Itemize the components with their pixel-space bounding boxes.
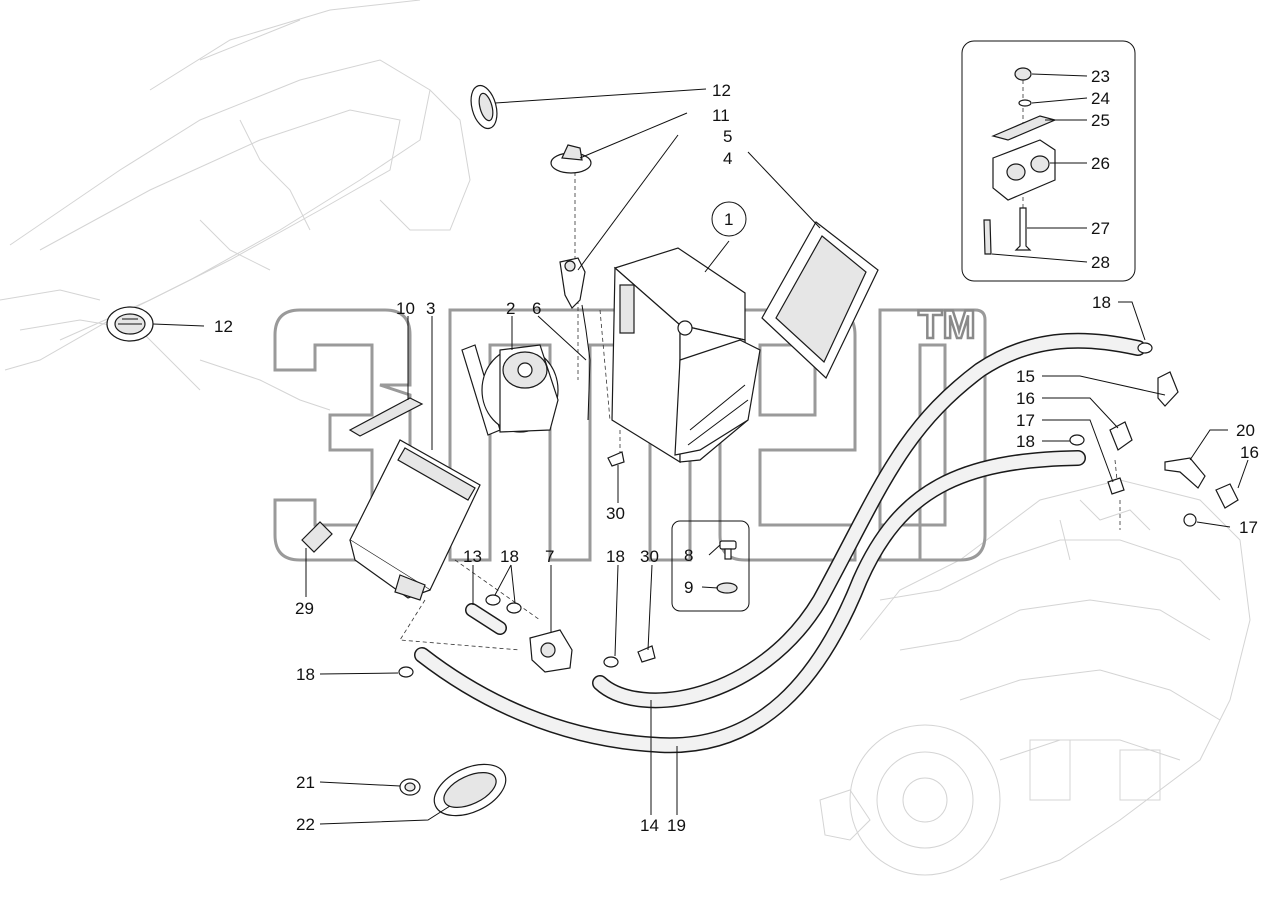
- callout-24: 24: [1091, 89, 1110, 108]
- fitting-part-16-a: [1109, 421, 1133, 451]
- callout-9: 9: [684, 578, 693, 597]
- leader-lines: [152, 73, 1249, 825]
- capillary-part-6: [581, 304, 591, 421]
- callout-27: 27: [1091, 219, 1110, 238]
- callout-1: 1: [724, 210, 733, 229]
- gasket-part-10: [348, 397, 424, 437]
- fitting-part-17-b: [1183, 513, 1197, 527]
- assembly-line-right: [1114, 459, 1121, 530]
- callout-2: 2: [506, 299, 515, 318]
- filter-panel-part-4: [761, 221, 879, 379]
- sensor-part-5: [559, 257, 586, 309]
- callout-26: 26: [1091, 154, 1110, 173]
- callout-11: 11: [712, 106, 730, 125]
- hose-part-20: [1164, 457, 1206, 489]
- clamp-part-18-e: [1137, 342, 1153, 354]
- callout-15: 15: [1016, 367, 1035, 386]
- callout-7: 7: [545, 547, 554, 566]
- callout-labels: 12 11 5 4 1 12 10 3 2 6 30 29 13 18 7 18…: [214, 67, 1259, 835]
- clamp-part-18-b: [506, 602, 522, 614]
- callout-18: 18: [296, 665, 315, 684]
- callout-16: 16: [1016, 389, 1035, 408]
- ghost-cab-structure: [0, 0, 471, 411]
- callout-29: 29: [295, 599, 314, 618]
- callout-10: 10: [396, 299, 415, 318]
- callout-18: 18: [1016, 432, 1035, 451]
- clamp-part-18-d: [603, 656, 619, 668]
- bolt-part-27: [1014, 207, 1032, 251]
- callout-30: 30: [606, 504, 625, 523]
- clip-part-30-b: [637, 645, 656, 663]
- hose-14: [592, 332, 1146, 709]
- callout-8: 8: [684, 546, 693, 565]
- callout-30: 30: [640, 547, 659, 566]
- clamp-part-18-a: [485, 594, 501, 606]
- inset-box-fasteners: [961, 40, 1136, 282]
- callout-13: 13: [463, 547, 482, 566]
- callout-circle-1: [711, 201, 747, 237]
- callout-12: 12: [712, 81, 731, 100]
- grommet-part-21: [399, 778, 421, 796]
- callout-6: 6: [532, 299, 541, 318]
- clip-part-30-a: [607, 451, 625, 467]
- switch-part-11: [550, 144, 592, 174]
- callout-3: 3: [426, 299, 435, 318]
- heater-housing-part-1: [611, 247, 761, 464]
- callout-23: 23: [1091, 67, 1110, 86]
- stud-part-28: [983, 219, 992, 255]
- callout-18: 18: [1092, 293, 1111, 312]
- vent-part-12-top: [470, 84, 498, 130]
- hose-19: [414, 450, 1086, 754]
- valve-part-8: [719, 540, 737, 560]
- fitting-part-17-a: [1107, 477, 1125, 495]
- nut-part-23: [1014, 67, 1032, 81]
- callout-4: 4: [723, 149, 732, 168]
- callout-20: 20: [1236, 421, 1255, 440]
- hose-13: [465, 603, 507, 635]
- callout-5: 5: [723, 127, 732, 146]
- callout-14: 14: [640, 816, 659, 835]
- callout-18: 18: [500, 547, 519, 566]
- clamp-block-part-26: [992, 139, 1056, 201]
- callout-16: 16: [1240, 443, 1259, 462]
- callout-28: 28: [1091, 253, 1110, 272]
- clamp-part-18-c: [398, 666, 414, 678]
- callout-18: 18: [606, 547, 625, 566]
- washer-part-24: [1018, 99, 1032, 107]
- trademark-mark: TM: [918, 303, 976, 347]
- washer-part-9: [716, 582, 738, 594]
- callout-22: 22: [296, 815, 315, 834]
- callout-21: 21: [296, 773, 315, 792]
- vent-part-12-left: [106, 306, 154, 342]
- heat-core-part-3: [349, 439, 481, 601]
- callout-17: 17: [1239, 518, 1258, 537]
- duct-part-22: [433, 763, 507, 817]
- clamp-part-18-f: [1069, 434, 1085, 446]
- water-valve-part-7: [529, 629, 573, 673]
- fitting-part-16-b: [1215, 483, 1239, 509]
- sleeve-part-29: [301, 521, 333, 553]
- inset-box-valve: [671, 520, 750, 612]
- elbow-part-15: [1157, 371, 1179, 407]
- callout-17: 17: [1016, 411, 1035, 430]
- callout-12: 12: [214, 317, 233, 336]
- blower-fan-part-2: [461, 344, 559, 436]
- callout-19: 19: [667, 816, 686, 835]
- callout-25: 25: [1091, 111, 1110, 130]
